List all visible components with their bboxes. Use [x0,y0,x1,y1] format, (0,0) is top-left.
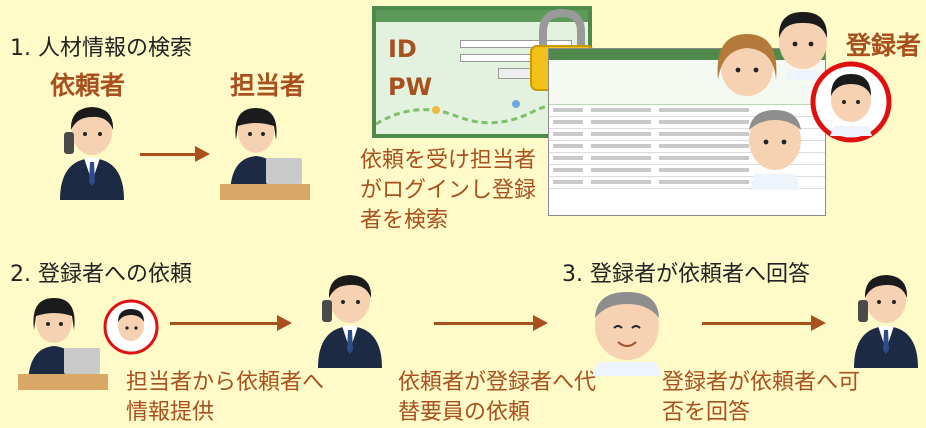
login-id-label: ID [388,35,417,63]
results-titlebar [549,49,825,60]
registrant-young-man-face [778,12,828,80]
staff-label: 担当者 [230,71,306,100]
step2-caption-requester: 依頼者が登録者へ代替要員の依頼 [398,370,597,425]
registrant-woman-face [717,34,777,96]
login-screen-titlebar [376,10,588,22]
requester-on-phone-icon [60,107,124,200]
arrow-requester-to-staff [140,146,210,162]
registrant-older-man-face [749,110,801,190]
staff-at-laptop-icon [220,108,310,200]
registrant-highlight-circle [810,61,892,143]
staff-at-laptop-icon [18,298,108,390]
step1-heading: 1. 人材情報の検索 [10,36,192,61]
search-form [549,60,825,105]
requester-label: 依頼者 [50,71,126,100]
step3-heading: 3. 登録者が依頼者へ回答 [562,262,810,287]
login-pw-label: PW [388,73,433,101]
requester-on-phone-icon [318,275,382,368]
arrow-requester-to-registrant [434,315,548,331]
step2-caption-staff: 担当者から依頼者へ情報提供 [126,370,325,425]
requester-on-phone-icon [854,275,918,368]
step3-caption: 登録者が依頼者へ可否を回答 [662,370,861,425]
arrow-registrant-to-requester [702,315,826,331]
login-id-field [460,40,572,48]
step1-caption: 依頼を受け担当者がログインし登録者を検索 [360,148,537,233]
registrant-highlight-circle [103,299,159,355]
registrant-label: 登録者 [846,31,922,60]
step2-heading: 2. 登録者への依頼 [10,262,192,287]
arrow-staff-to-requester [170,315,292,331]
registrant-older-man-face [592,292,662,376]
